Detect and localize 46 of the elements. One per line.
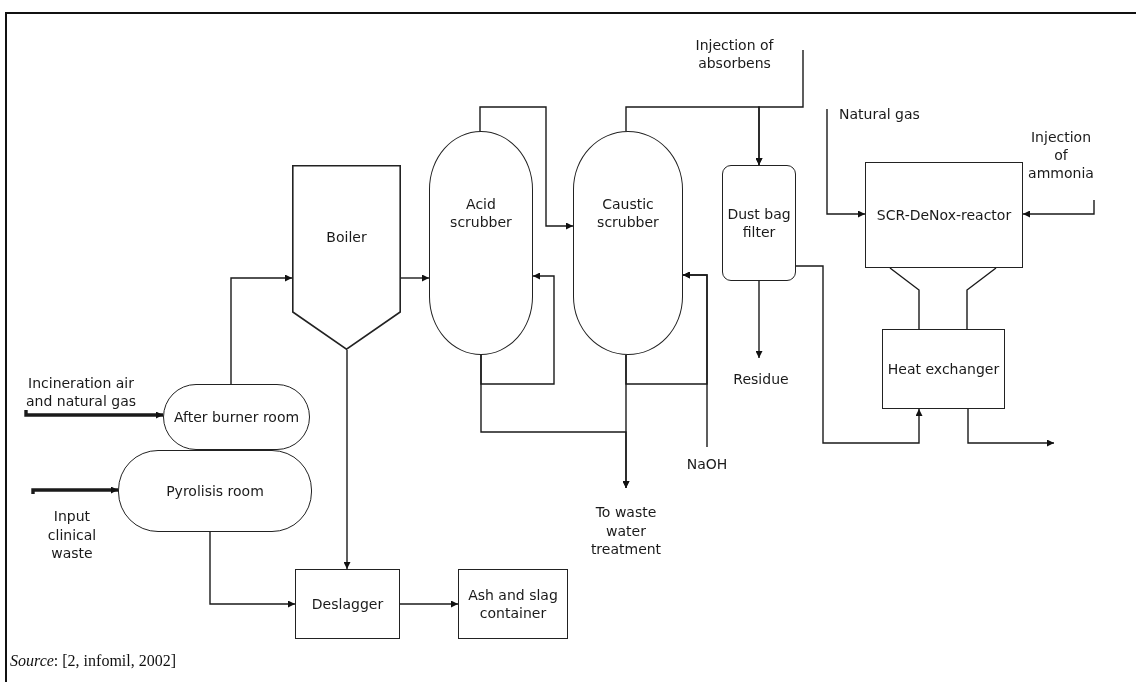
heat-exchanger-box bbox=[882, 329, 1005, 409]
scrubber-vessel bbox=[573, 131, 683, 355]
chamber-box bbox=[118, 450, 312, 532]
boiler-vessel bbox=[292, 165, 401, 350]
flow-arrow bbox=[400, 274, 430, 282]
stream-label: To waste water treatment bbox=[580, 488, 672, 558]
flow-arrow bbox=[480, 272, 555, 385]
flow-arrow bbox=[622, 354, 630, 489]
stream-label: Natural gas bbox=[827, 100, 952, 128]
stream-label: Incineration air and natural gas bbox=[22, 340, 140, 410]
source-caption: Source: [2, infomil, 2002] bbox=[10, 652, 177, 670]
flow-arrow bbox=[479, 106, 574, 230]
flow-arrow bbox=[795, 265, 923, 444]
vessel-label: SCR-DeNox-reactor bbox=[876, 205, 1012, 225]
connector-line bbox=[889, 267, 997, 330]
flow-arrow bbox=[399, 600, 459, 608]
vessel-label: Dust bag filter bbox=[727, 204, 791, 242]
stream-label: Input clinical waste bbox=[30, 494, 114, 562]
flow-arrow bbox=[230, 274, 293, 385]
flow-arrow bbox=[24, 410, 163, 419]
flow-arrow bbox=[1022, 199, 1095, 218]
vessel-label: Heat exchanger bbox=[887, 359, 1000, 379]
flow-arrow bbox=[682, 271, 708, 448]
vessel-label: Deslagger bbox=[311, 594, 384, 614]
vessel-label: Ash and slag container bbox=[467, 585, 559, 623]
vessel-label: Caustic scrubber bbox=[596, 194, 660, 232]
scrubber-vessel bbox=[429, 131, 533, 355]
flow-arrow bbox=[967, 408, 1055, 447]
flow-arrow bbox=[826, 108, 866, 218]
filter-unit bbox=[722, 165, 796, 281]
vessel-label: After burner room bbox=[173, 407, 300, 427]
stream-label: Residue bbox=[720, 358, 802, 388]
stream-label: Injection of absorbens bbox=[666, 30, 803, 78]
flow-arrow bbox=[343, 349, 351, 570]
process-box bbox=[295, 569, 400, 639]
vessel-label: Acid scrubber bbox=[449, 194, 513, 232]
reactor-box bbox=[865, 162, 1023, 268]
flow-arrow bbox=[209, 531, 296, 608]
flow-arrow bbox=[755, 280, 763, 359]
flow-arrow bbox=[31, 486, 118, 494]
process-box bbox=[458, 569, 568, 639]
flow-arrow bbox=[755, 49, 804, 166]
vessel-label: Boiler bbox=[326, 228, 367, 247]
vessel-label: Pyrolisis room bbox=[166, 481, 264, 501]
stream-label: NaOH bbox=[676, 447, 738, 473]
stream-label: Injection of ammonia bbox=[1024, 128, 1098, 200]
